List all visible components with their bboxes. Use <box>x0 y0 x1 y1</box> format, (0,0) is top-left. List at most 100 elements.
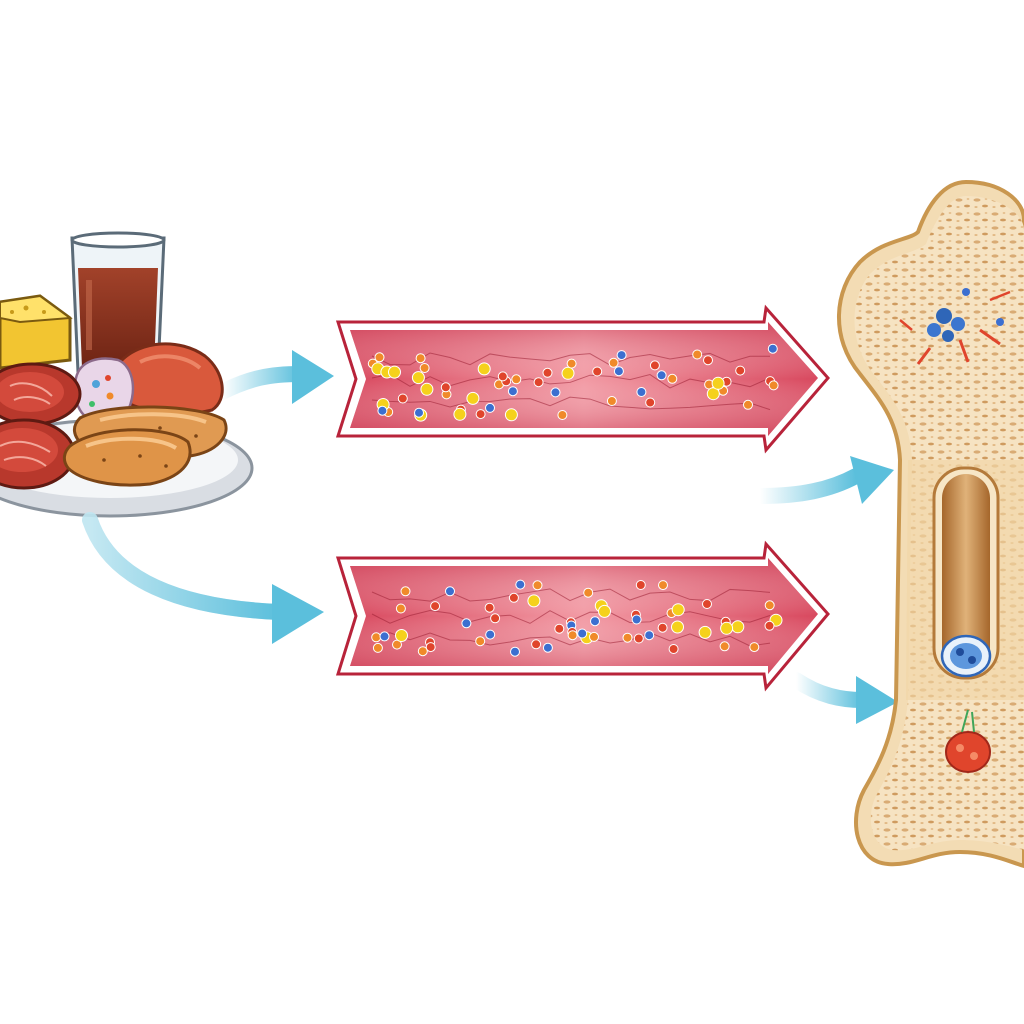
nutrient-particle <box>515 579 526 590</box>
bread-roll-icon <box>62 428 192 487</box>
nutrient-particle <box>511 374 522 385</box>
nutrient-particle <box>374 352 385 363</box>
nutrient-particle <box>461 618 472 629</box>
nutrient-particle <box>671 603 685 617</box>
nutrient-particle <box>388 365 401 379</box>
nutrient-particle <box>415 353 426 364</box>
nutrient-particle <box>592 366 603 377</box>
vessel-fiber <box>371 632 771 647</box>
nutrient-particle <box>719 641 730 652</box>
nutrient-particle <box>504 408 518 422</box>
vessel-fiber <box>371 588 771 602</box>
nutrient-particle <box>706 387 720 401</box>
nutrient-particle <box>484 602 495 613</box>
nutrient-particle <box>377 405 388 416</box>
nutrient-particle <box>542 367 553 378</box>
nutrient-particle <box>622 632 633 643</box>
nutrient-particle <box>420 382 434 396</box>
nutrient-particle <box>698 625 712 639</box>
nutrient-particle <box>531 639 542 650</box>
steak-icon <box>0 418 76 490</box>
nutrient-particle <box>613 366 624 377</box>
blood-vessel-lower <box>335 540 830 692</box>
nutrient-particle <box>475 636 486 647</box>
nutrient-particle <box>703 355 713 366</box>
nutrient-particle <box>590 616 600 627</box>
nutrient-particle <box>395 603 406 614</box>
nutrient-particle <box>567 630 578 641</box>
nutrient-particles <box>367 343 779 422</box>
nutrient-particle <box>507 386 518 397</box>
nutrient-particle <box>692 349 703 360</box>
nutrient-particle <box>764 620 775 631</box>
blue-cell-cluster-icon <box>940 634 992 678</box>
flow-arrow-food-to-lower-vessel <box>82 512 324 644</box>
nutrient-particle <box>430 601 441 612</box>
nutrient-particle <box>702 599 712 609</box>
nutrient-particle <box>731 620 745 634</box>
nutrient-particle <box>616 350 627 361</box>
nutrient-particle <box>656 370 667 381</box>
flow-arrow-upper-vessel-to-bone <box>752 456 894 504</box>
nutrient-particle <box>417 646 428 657</box>
nutrient-particles <box>371 579 783 657</box>
nutrient-particle <box>532 580 543 591</box>
nutrient-particle <box>767 343 778 354</box>
nutrient-particle <box>635 580 646 590</box>
nutrient-particle <box>371 632 382 643</box>
nutrient-particle <box>598 604 611 618</box>
nutrient-particle <box>395 629 408 642</box>
nutrient-particle <box>583 587 594 598</box>
nutrient-particle <box>561 366 575 380</box>
nutrient-particle <box>475 409 486 420</box>
nutrient-particle <box>414 407 424 418</box>
nutrient-particle <box>557 410 568 420</box>
nutrient-particle <box>527 594 541 608</box>
long-bone-cross-section-icon <box>837 179 1024 869</box>
nutrient-particle <box>720 621 734 635</box>
steak-icon <box>0 362 82 426</box>
nutrient-particle <box>711 376 725 390</box>
nutrient-particle <box>485 629 496 640</box>
nutrient-particle <box>743 399 753 410</box>
nutrient-particle <box>649 360 660 371</box>
nutrient-particle <box>372 642 383 653</box>
nutrient-particle <box>445 586 455 597</box>
nutrient-particle <box>764 600 775 611</box>
nutrient-particle <box>658 580 668 591</box>
nutrient-particle <box>485 402 495 413</box>
nutrient-particle <box>657 622 668 633</box>
nutrient-particle <box>768 380 779 391</box>
nutrient-particle <box>419 363 430 373</box>
nutrient-particle <box>550 387 561 398</box>
nutrient-particle <box>631 614 642 625</box>
flow-arrow-food-to-upper-vessel <box>214 350 334 404</box>
nutrient-particle <box>397 393 408 404</box>
nutrient-particle <box>636 387 647 397</box>
nutrient-particle <box>490 613 501 624</box>
nutrient-particle <box>645 397 656 408</box>
nutrient-particle <box>379 631 390 642</box>
nutrient-particle <box>533 377 544 388</box>
nutrient-particle <box>566 358 577 369</box>
nutrient-particle <box>589 631 599 642</box>
nutrient-particle <box>749 642 760 653</box>
nutrient-particle <box>466 391 480 405</box>
nutrient-particle <box>671 620 684 634</box>
nutrient-particle <box>425 642 436 653</box>
nutrient-particle <box>644 630 655 641</box>
flow-arrow-lower-vessel-to-bone <box>788 672 898 724</box>
nutrient-particle <box>477 362 491 376</box>
blood-vessel-upper <box>335 304 830 454</box>
blue-cell-cluster-icon <box>899 288 1011 365</box>
nutrient-particle <box>554 623 565 634</box>
nutrient-particle <box>542 642 553 653</box>
nutrient-particle <box>608 357 619 368</box>
nutrient-particle <box>577 628 588 639</box>
nutrient-particle <box>735 365 746 376</box>
nutrient-particle <box>668 644 679 654</box>
nutrient-particle <box>633 633 644 644</box>
nutrient-particle <box>510 646 520 657</box>
